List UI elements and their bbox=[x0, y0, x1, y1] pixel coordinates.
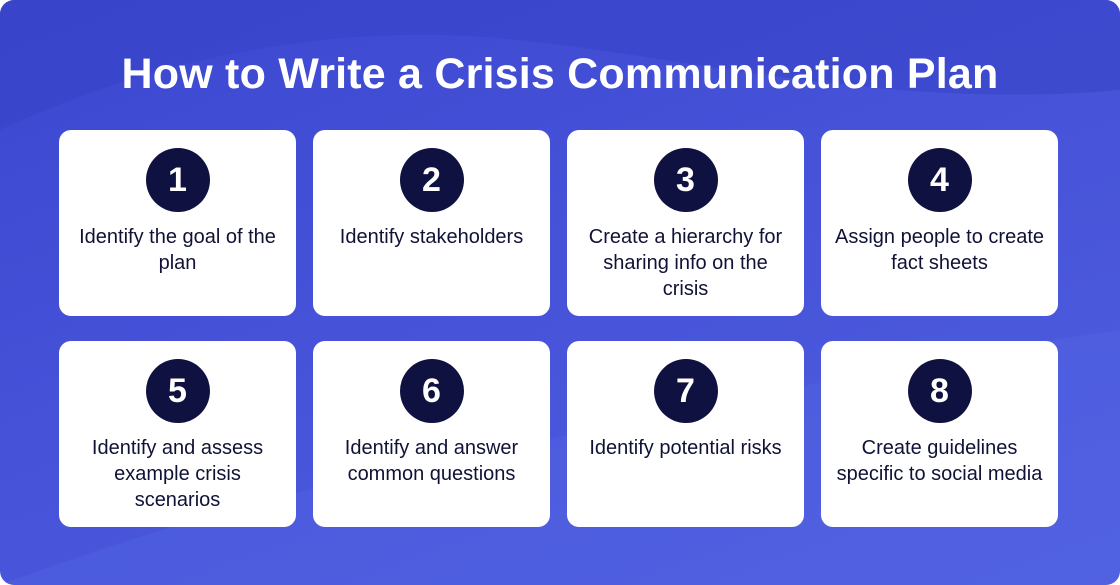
step-text: Identify and answer common questions bbox=[344, 437, 519, 485]
steps-grid: 1 Identify the goal of the plan 2 Identi… bbox=[59, 130, 1058, 527]
step-number-badge: 4 bbox=[907, 148, 972, 212]
step-card-2: 2 Identify stakeholders bbox=[313, 130, 550, 316]
step-text: Create guidelines specific to social med… bbox=[836, 437, 1043, 485]
step-text: Identify potential risks bbox=[589, 437, 782, 459]
step-card-7: 7 Identify potential risks bbox=[567, 341, 804, 527]
step-card-4: 4 Assign people to create fact sheets bbox=[821, 130, 1058, 316]
step-text: Assign people to create fact sheets bbox=[834, 226, 1045, 274]
step-number-badge: 5 bbox=[145, 359, 210, 423]
step-number-badge: 2 bbox=[399, 148, 464, 212]
step-card-1: 1 Identify the goal of the plan bbox=[59, 130, 296, 316]
step-card-3: 3 Create a hierarchy for sharing info on… bbox=[567, 130, 804, 316]
step-number-badge: 1 bbox=[145, 148, 210, 212]
step-number-badge: 7 bbox=[653, 359, 718, 423]
page-title: How to Write a Crisis Communication Plan bbox=[121, 50, 999, 98]
step-text: Identify and assess example crisis scena… bbox=[91, 437, 264, 511]
step-text: Identify stakeholders bbox=[339, 226, 524, 248]
step-card-8: 8 Create guidelines specific to social m… bbox=[821, 341, 1058, 527]
step-number-badge: 8 bbox=[907, 359, 972, 423]
step-number-badge: 6 bbox=[399, 359, 464, 423]
step-card-5: 5 Identify and assess example crisis sce… bbox=[59, 341, 296, 527]
step-text: Identify the goal of the plan bbox=[79, 226, 276, 274]
step-text: Create a hierarchy for sharing info on t… bbox=[588, 226, 783, 300]
step-card-6: 6 Identify and answer common questions bbox=[313, 341, 550, 527]
step-number-badge: 3 bbox=[653, 148, 718, 212]
